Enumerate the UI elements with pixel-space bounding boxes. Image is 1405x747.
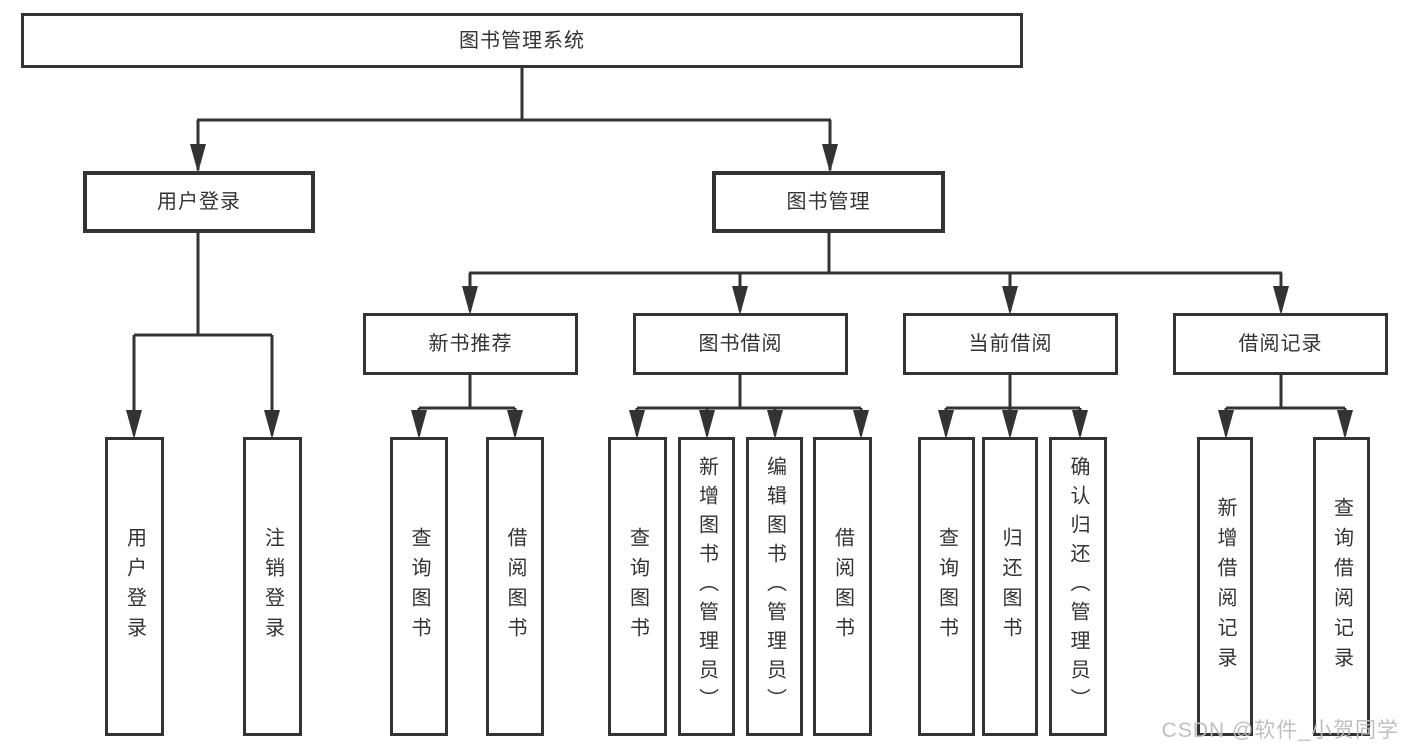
connector-user-login-branch — [126, 233, 280, 439]
node-label: 图书管理 — [786, 191, 871, 213]
leaf-edit-book-admin: 编辑图书（管理员） — [746, 437, 803, 736]
arrow-down-icon — [767, 410, 783, 439]
leaf-label: 编辑图书（管理员） — [763, 456, 786, 717]
leaf-label: 借阅图书 — [504, 526, 526, 647]
node-library-system: 图书管理系统 — [21, 13, 1023, 68]
arrow-down-icon — [1002, 286, 1018, 315]
connector-book-borrow-branch — [629, 375, 869, 439]
arrow-down-icon — [264, 410, 280, 439]
node-label: 图书管理系统 — [459, 29, 585, 52]
connector-borrow-records-branch — [1218, 375, 1353, 439]
node-new-book-recommend: 新书推荐 — [363, 313, 578, 375]
arrow-down-icon — [1218, 410, 1234, 439]
node-label: 当前借阅 — [968, 333, 1053, 355]
arrow-down-icon — [1002, 410, 1018, 439]
leaf-confirm-return-admin: 确认归还（管理员） — [1049, 437, 1107, 736]
leaf-label: 用户登录 — [123, 526, 146, 647]
leaf-query-books-3: 查询图书 — [918, 437, 975, 736]
leaf-label: 查询借阅记录 — [1330, 496, 1353, 677]
connector-current-borrow-branch — [938, 375, 1088, 439]
node-user-login: 用户登录 — [83, 171, 315, 233]
node-book-management: 图书管理 — [712, 171, 945, 233]
leaf-label: 归还图书 — [999, 526, 1021, 647]
leaf-label: 查询图书 — [935, 526, 958, 647]
leaf-logout: 注销登录 — [243, 437, 302, 736]
leaf-query-books-1: 查询图书 — [390, 437, 448, 736]
arrow-down-icon — [822, 144, 838, 173]
node-label: 图书借阅 — [698, 333, 783, 355]
leaf-add-book-admin: 新增图书（管理员） — [678, 437, 735, 736]
leaf-label: 注销登录 — [261, 526, 284, 647]
arrow-down-icon — [1072, 410, 1088, 439]
node-current-borrow: 当前借阅 — [903, 313, 1118, 375]
leaf-return-books: 归还图书 — [982, 437, 1038, 736]
arrow-down-icon — [126, 410, 142, 439]
node-label: 用户登录 — [157, 191, 241, 213]
leaf-query-books-2: 查询图书 — [608, 437, 667, 736]
leaf-label: 查询图书 — [626, 526, 649, 647]
arrow-down-icon — [1273, 286, 1289, 315]
arrow-down-icon — [1337, 410, 1353, 439]
connector-new-book-recommend-branch — [411, 375, 523, 439]
arrow-down-icon — [507, 410, 523, 439]
leaf-add-borrow-record: 新增借阅记录 — [1197, 437, 1253, 736]
leaf-label: 新增图书（管理员） — [695, 456, 718, 717]
arrow-down-icon — [699, 410, 715, 439]
connector-root-to-level2 — [190, 68, 838, 173]
leaf-label: 查询图书 — [408, 526, 430, 647]
node-label: 借阅记录 — [1238, 333, 1323, 355]
leaf-user-login: 用户登录 — [105, 437, 164, 736]
node-label: 新书推荐 — [428, 333, 513, 355]
arrow-down-icon — [732, 286, 748, 315]
connector-book-management-branch — [462, 233, 1289, 315]
node-borrow-records: 借阅记录 — [1173, 313, 1388, 375]
leaf-borrow-books-1: 借阅图书 — [486, 437, 544, 736]
leaf-label: 借阅图书 — [831, 526, 854, 647]
arrow-down-icon — [853, 410, 869, 439]
arrow-down-icon — [629, 410, 645, 439]
node-book-borrow: 图书借阅 — [633, 313, 848, 375]
leaf-borrow-books-2: 借阅图书 — [813, 437, 872, 736]
leaf-query-borrow-record: 查询借阅记录 — [1313, 437, 1370, 736]
leaf-label: 确认归还（管理员） — [1067, 456, 1089, 717]
arrow-down-icon — [411, 410, 427, 439]
arrow-down-icon — [190, 144, 206, 173]
leaf-label: 新增借阅记录 — [1214, 496, 1236, 677]
csdn-watermark: CSDN @软件_小贺同学 — [1161, 719, 1399, 742]
arrow-down-icon — [462, 286, 478, 315]
arrow-down-icon — [938, 410, 954, 439]
